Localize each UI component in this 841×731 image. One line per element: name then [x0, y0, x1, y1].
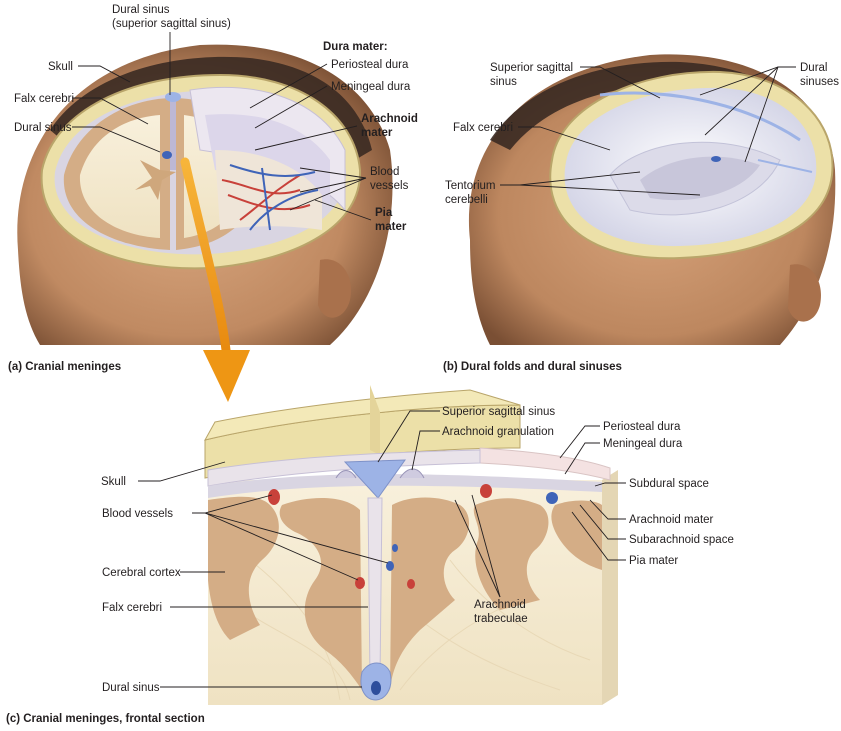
label-arachnoid-trabeculae-c-1: Arachnoid: [474, 599, 526, 611]
label-dura-mater: Dura mater:: [323, 41, 388, 53]
label-arachnoid-granulation-c: Arachnoid granulation: [442, 426, 554, 438]
label-pia-mater-c: Pia mater: [629, 555, 678, 567]
caption-c: (c) Cranial meninges, frontal section: [6, 713, 205, 725]
label-meningeal-dura-a: Meningeal dura: [331, 81, 411, 93]
label-dural-sinus-sss-2: (superior sagittal sinus): [112, 18, 231, 30]
label-skull-a: Skull: [48, 61, 73, 73]
label-blood-vessels-c: Blood vessels: [102, 508, 173, 520]
panel-c-illustration: [205, 385, 618, 705]
label-subdural-space-c: Subdural space: [629, 478, 709, 490]
label-dural-sinuses-b-2: sinuses: [800, 76, 839, 88]
caption-b: (b) Dural folds and dural sinuses: [443, 361, 622, 373]
label-pia-mater-a-1: Pia: [375, 207, 393, 219]
label-tentorium-b-1: Tentorium: [445, 180, 496, 192]
label-superior-sagittal-b-1: Superior sagittal: [490, 62, 573, 74]
label-falx-cerebri-c: Falx cerebri: [102, 602, 162, 614]
label-arachnoid-mater-c: Arachnoid mater: [629, 514, 714, 526]
label-skull-c: Skull: [101, 476, 126, 488]
label-dural-sinus-sss-1: Dural sinus: [112, 4, 170, 16]
label-blood-vessels-a-2: vessels: [370, 180, 409, 192]
label-falx-cerebri-b: Falx cerebri: [453, 122, 513, 134]
label-superior-sagittal-sinus-c: Superior sagittal sinus: [442, 406, 555, 418]
label-cerebral-cortex-c: Cerebral cortex: [102, 567, 181, 579]
label-dural-sinus-a: Dural sinus: [14, 122, 72, 134]
label-pia-mater-a-2: mater: [375, 221, 407, 233]
label-falx-cerebri-a: Falx cerebri: [14, 93, 74, 105]
label-periosteal-dura-a: Periosteal dura: [331, 59, 409, 71]
label-periosteal-dura-c: Periosteal dura: [603, 421, 681, 433]
label-tentorium-b-2: cerebelli: [445, 194, 488, 206]
label-dural-sinus-c: Dural sinus: [102, 682, 160, 694]
label-subarachnoid-space-c: Subarachnoid space: [629, 534, 734, 546]
label-arachnoid-trabeculae-c-2: trabeculae: [474, 613, 528, 625]
label-dural-sinuses-b-1: Dural: [800, 62, 827, 74]
label-meningeal-dura-c: Meningeal dura: [603, 438, 683, 450]
label-superior-sagittal-b-2: sinus: [490, 76, 517, 88]
caption-a: (a) Cranial meninges: [8, 361, 121, 373]
label-arachnoid-a-2: mater: [361, 127, 393, 139]
label-arachnoid-a-1: Arachnoid: [361, 113, 418, 125]
label-blood-vessels-a-1: Blood: [370, 166, 399, 178]
panel-b-illustration: [320, 54, 835, 345]
